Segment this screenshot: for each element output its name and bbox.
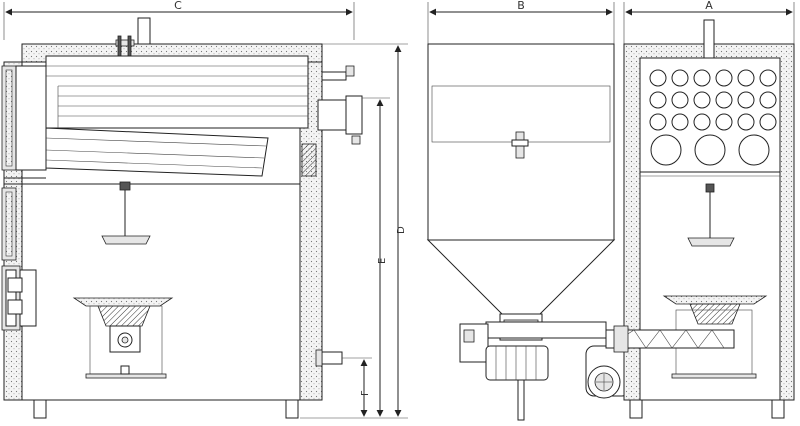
dimension-f: F xyxy=(342,357,372,417)
foot-front xyxy=(33,399,47,419)
dimension-a: A xyxy=(623,0,795,44)
flame-deflector xyxy=(101,181,151,245)
dimension-d: D xyxy=(300,43,408,419)
dimension-c: C xyxy=(3,0,355,40)
dimension-a-label: A xyxy=(705,0,713,12)
dimension-b-label: B xyxy=(517,0,525,12)
hopper-view: B xyxy=(426,0,631,421)
heat-exchanger xyxy=(45,55,309,177)
foot-rear xyxy=(285,399,299,419)
front-deflector xyxy=(687,183,735,247)
front-foot-left xyxy=(629,399,643,419)
burner xyxy=(72,297,174,379)
flue-stub xyxy=(703,19,715,59)
side-section-view: C xyxy=(1,0,408,419)
dimension-e: E xyxy=(362,97,390,417)
hopper-funnel xyxy=(426,239,616,315)
dimension-b: B xyxy=(427,0,615,44)
rear-connections xyxy=(301,65,363,367)
dimension-f-label: F xyxy=(360,390,371,396)
feed-motor xyxy=(459,323,549,421)
front-section-view: A xyxy=(605,0,795,419)
tube-bank xyxy=(640,69,780,177)
auger-tube xyxy=(485,321,607,339)
dimension-c-label: C xyxy=(174,0,182,12)
front-doors xyxy=(1,65,300,331)
flue-outlet xyxy=(137,17,151,45)
dimension-e-label: E xyxy=(377,258,388,264)
combustion-fan xyxy=(585,345,631,399)
dimension-d-label: D xyxy=(396,226,407,234)
front-burner xyxy=(605,295,768,379)
front-foot-right xyxy=(771,399,785,419)
